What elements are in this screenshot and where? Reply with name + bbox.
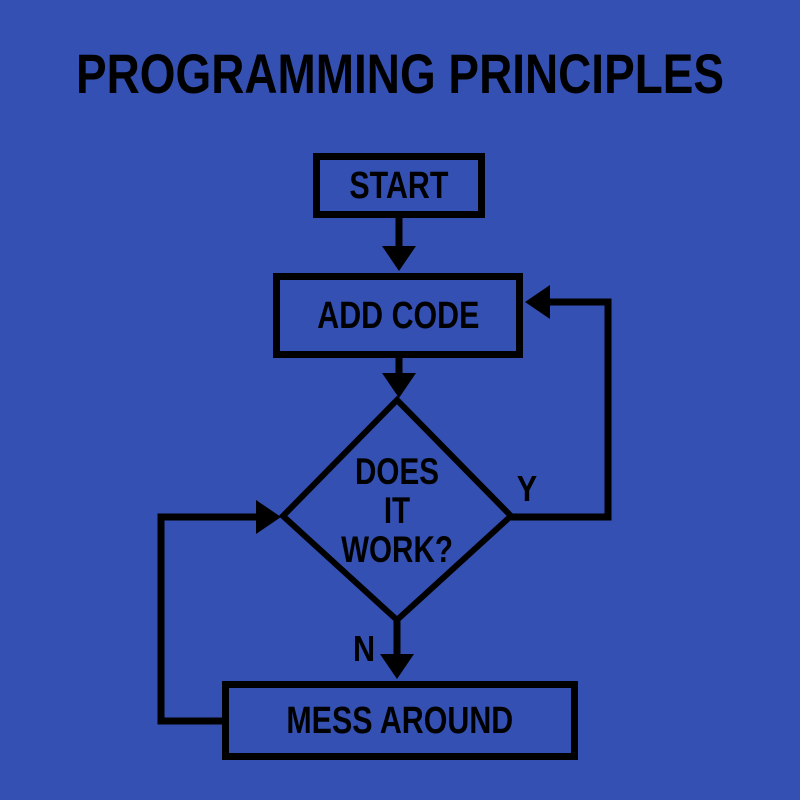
node-does-it-work-label: DOES IT WORK? — [317, 452, 477, 569]
node-mess-around-label: MESS AROUND — [286, 699, 514, 742]
node-mess-around: MESS AROUND — [222, 681, 578, 760]
node-start-label: START — [349, 164, 449, 207]
arrowhead-yes-to-add-code — [525, 285, 550, 319]
arrowhead-add-code-to-decision — [382, 373, 416, 398]
loop-yes-line — [511, 298, 612, 521]
edge-label-yes: Y — [516, 468, 538, 509]
decision-label-line-2: IT — [383, 490, 411, 531]
node-start: START — [313, 153, 485, 218]
node-add-code: ADD CODE — [273, 273, 523, 358]
arrowhead-decision-to-mess-around — [380, 654, 414, 679]
loop-mess-around-line — [157, 513, 256, 725]
arrowhead-start-to-add-code — [382, 246, 416, 271]
page-title: PROGRAMMING PRINCIPLES — [75, 42, 725, 105]
node-add-code-label: ADD CODE — [316, 294, 480, 337]
decision-label-line-3: WORK? — [341, 529, 453, 570]
arrowhead-mess-around-to-decision — [256, 500, 281, 534]
edge-label-no: N — [352, 628, 376, 669]
decision-label-line-1: DOES — [355, 451, 439, 492]
